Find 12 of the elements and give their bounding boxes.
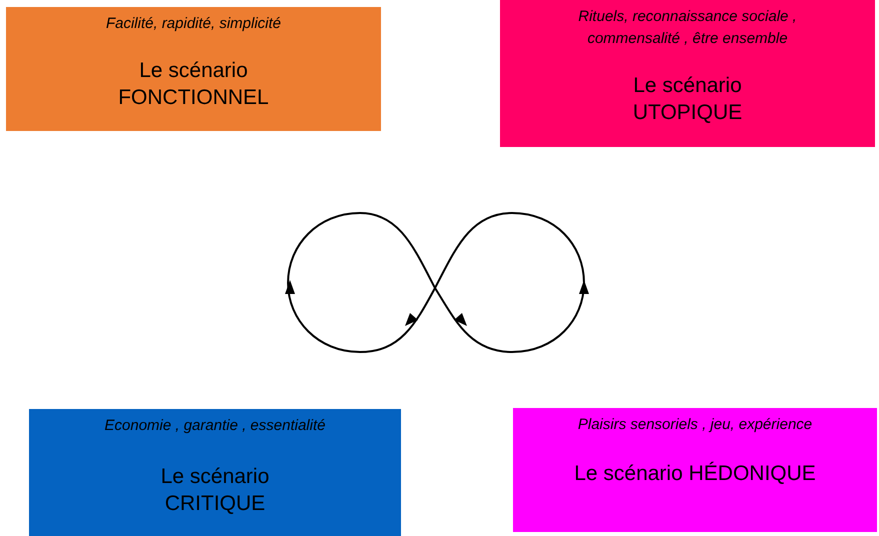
scenario-box	[6, 7, 381, 131]
scenario-keywords: Economie , garantie , essentialité	[104, 416, 326, 436]
scenario-title: Le scénario CRITIQUE	[160, 464, 270, 517]
scenario-keywords: Plaisirs sensoriels , jeu, expérience	[578, 415, 812, 435]
scenario-box	[513, 408, 877, 532]
scenario-title: Le scénario HÉDONIQUE	[574, 460, 816, 487]
scenario-keywords: Rituels, reconnaissance sociale , commensalité , être ensemble	[577, 7, 798, 49]
scenario-title: Le scénario UTOPIQUE	[632, 73, 744, 126]
scenario-keywords: Facilité, rapidité, simplicité	[106, 14, 282, 34]
scenario-box	[29, 409, 401, 536]
scenario-box	[500, 0, 875, 147]
scenario-title: Le scénario FONCTIONNEL	[117, 58, 270, 111]
